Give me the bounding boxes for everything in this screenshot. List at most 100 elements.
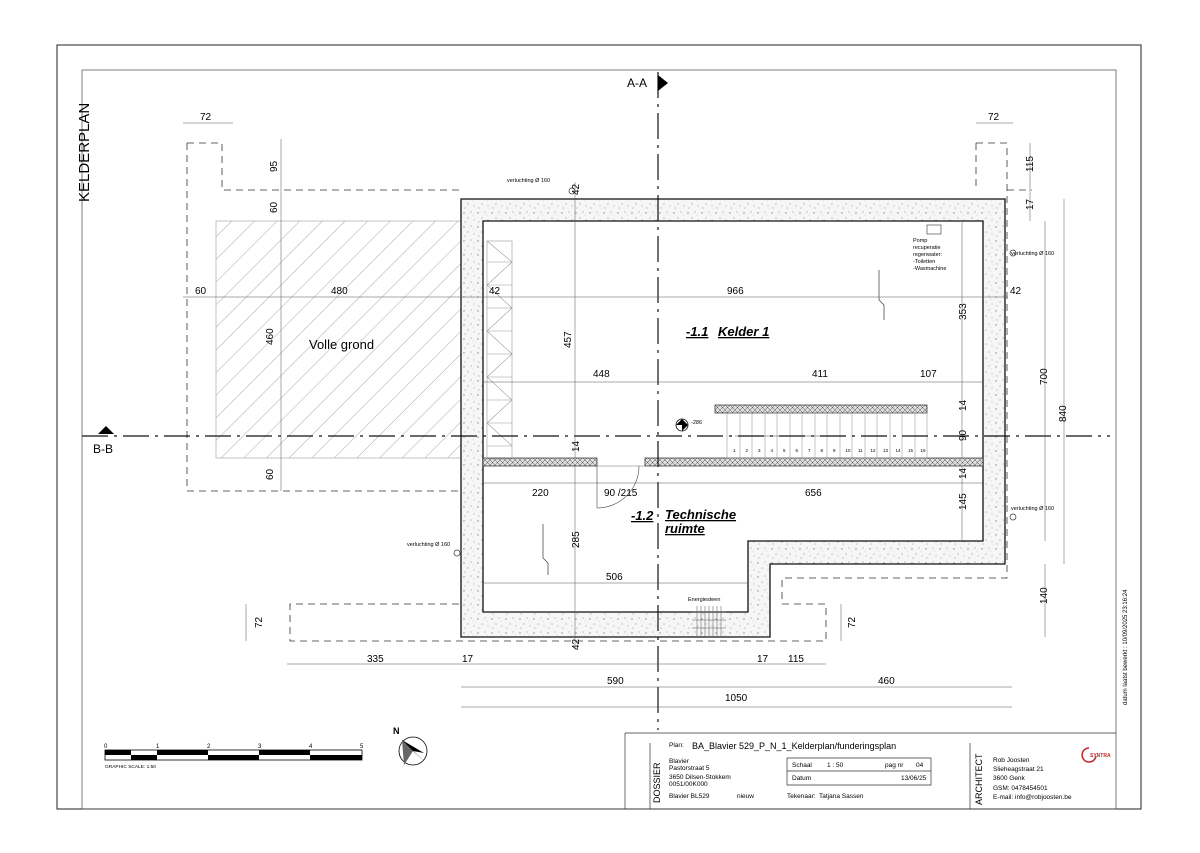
svg-text:17: 17 <box>462 654 474 665</box>
svg-text:353: 353 <box>958 303 969 320</box>
stair-number: 3 <box>758 448 761 453</box>
svg-text:72: 72 <box>254 616 265 628</box>
stair-number: 2 <box>746 448 749 453</box>
architect-info: Rob Joosten Slieheagstraat 21 3600 Genk … <box>993 757 1072 801</box>
sheet-title: KELDERPLAN <box>76 103 93 202</box>
svg-text:72: 72 <box>847 616 858 628</box>
svg-text:42: 42 <box>571 638 582 650</box>
stair-number: 1 <box>733 448 736 453</box>
svg-text:72: 72 <box>988 112 1000 123</box>
title-block-frame <box>624 732 1116 809</box>
svg-text:Blavier BL529: Blavier BL529 <box>669 793 710 800</box>
stair-number: 10 <box>846 448 852 453</box>
section-marker-bb <box>98 426 114 434</box>
section-marker-aa <box>658 75 668 91</box>
plan-name: BA_Blavier 529_P_N_1_Kelderplan/funderin… <box>692 741 896 751</box>
room-name-technische-2: ruimte <box>665 521 705 536</box>
break-symbol-2 <box>542 524 549 575</box>
svg-text:460: 460 <box>265 328 276 345</box>
shelving-left <box>486 240 513 460</box>
svg-text:480: 480 <box>331 286 348 297</box>
svg-text:1050: 1050 <box>725 693 748 704</box>
svg-text:17: 17 <box>1025 198 1036 210</box>
svg-text:Pomp: Pomp <box>913 238 927 244</box>
door-swing <box>596 465 640 509</box>
svg-text:E-mail: info@robjoosten.be: E-mail: info@robjoosten.be <box>993 794 1072 801</box>
svg-text:90: 90 <box>958 429 969 441</box>
svg-text:Datum: Datum <box>792 775 811 782</box>
svg-text:60: 60 <box>195 286 207 297</box>
stair-number: 11 <box>858 448 863 453</box>
stair-number: 6 <box>796 448 799 453</box>
svg-text:regenwater:: regenwater: <box>913 252 943 258</box>
plan-meta: Schaal 1 : 50 pag nr 04 Datum 13/06/25 T… <box>787 762 927 800</box>
level-value: -286 <box>691 420 702 426</box>
room-number-kelder: -1.1 <box>686 324 708 339</box>
svg-text:90 /215: 90 /215 <box>604 488 638 499</box>
foundation-outline <box>186 142 1032 642</box>
svg-text:GSM: 0478454501: GSM: 0478454501 <box>993 785 1048 792</box>
svg-text:4: 4 <box>309 744 313 750</box>
energiesteen-symbol <box>692 606 726 636</box>
north-arrow-icon <box>398 736 428 766</box>
pump-symbol <box>926 224 942 235</box>
interior-wall-left <box>482 457 598 467</box>
svg-text:72: 72 <box>200 112 212 123</box>
stair-number: 16 <box>921 448 927 453</box>
svg-text:-Wasmachine: -Wasmachine <box>913 266 946 272</box>
ventilation-markers <box>453 187 1017 557</box>
svg-text:285: 285 <box>571 531 582 548</box>
svg-text:145: 145 <box>958 493 969 510</box>
svg-text:3: 3 <box>258 744 262 750</box>
stair-number: 12 <box>871 448 877 453</box>
svg-text:115: 115 <box>788 654 804 665</box>
svg-text:14: 14 <box>958 467 969 479</box>
break-symbol-1 <box>878 270 885 320</box>
svg-text:966: 966 <box>727 286 744 297</box>
exterior-wall <box>460 198 1006 638</box>
section-label-aa: A-A <box>627 76 647 90</box>
stair-number: 8 <box>821 448 824 453</box>
svg-text:14: 14 <box>571 440 582 452</box>
svg-text:411: 411 <box>812 369 828 380</box>
scale-label: GRAPHIC SCALE: 1:50 <box>105 764 156 770</box>
svg-text:140: 140 <box>1039 587 1050 604</box>
stair-number: 7 <box>808 448 811 453</box>
last-edited-date: datum laatst bewerkt : 10/09/2025 23:16:… <box>1123 589 1129 705</box>
svg-text:460: 460 <box>878 676 895 687</box>
stair-number: 14 <box>896 448 902 453</box>
volle-grond-label: Volle grond <box>309 337 374 352</box>
svg-text:Tekenaar:: Tekenaar: <box>787 793 816 800</box>
pomp-label: Pomp recuperatie regenwater: -Toiletten … <box>913 238 946 272</box>
stair-number: 15 <box>908 448 914 453</box>
svg-text:60: 60 <box>265 468 276 480</box>
north-label: N <box>393 726 400 736</box>
svg-text:04: 04 <box>916 762 924 769</box>
svg-text:Schaal: Schaal <box>792 762 812 769</box>
svg-text:14: 14 <box>958 399 969 411</box>
svg-text:17: 17 <box>757 654 769 665</box>
client-info: Blavier Pastorstraat 5 3650 Dilsen-Stokk… <box>669 758 754 800</box>
svg-text:700: 700 <box>1039 368 1050 385</box>
volle-grond-area <box>215 220 463 459</box>
svg-text:Rob Joosten: Rob Joosten <box>993 757 1030 764</box>
svg-text:335: 335 <box>367 654 384 665</box>
section-label-bb: B-B <box>93 442 113 456</box>
ventilation-label-right-bottom: verluchting Ø 160 <box>1011 506 1054 512</box>
svg-text:5: 5 <box>360 744 364 750</box>
svg-text:Slieheagstraat 21: Slieheagstraat 21 <box>993 766 1044 773</box>
svg-text:115: 115 <box>1025 156 1036 172</box>
svg-text:95: 95 <box>269 160 280 172</box>
interior-wall-right <box>644 457 984 467</box>
svg-text:1: 1 <box>156 744 160 750</box>
room-number-technische: -1.2 <box>631 508 654 523</box>
svg-text:Pastorstraat 5: Pastorstraat 5 <box>669 765 710 772</box>
svg-text:60: 60 <box>269 201 280 213</box>
level-marker <box>675 418 689 432</box>
svg-text:220: 220 <box>532 488 549 499</box>
dimension-lines <box>183 122 1065 708</box>
ventilation-label-right-top: verluchting Ø 160 <box>1011 251 1054 257</box>
dossier-label: DOSSIER <box>652 762 662 803</box>
stair-number: 9 <box>833 448 836 453</box>
